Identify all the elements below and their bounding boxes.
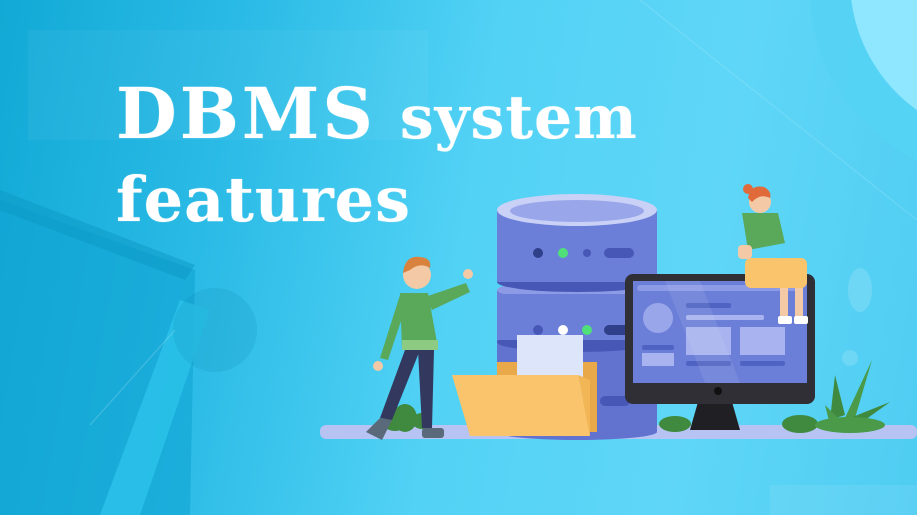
bush-icon [659, 415, 818, 433]
title-features: features [116, 163, 412, 236]
title-system: system [399, 83, 638, 153]
woman-sitting-figure [738, 184, 808, 324]
page-title: DBMS system features [116, 70, 638, 244]
man-waving-figure [366, 256, 473, 440]
title-dbms: DBMS [116, 72, 376, 155]
gear-icon [173, 288, 257, 372]
plant-icon [815, 360, 890, 433]
monitor-icon [625, 274, 815, 430]
folder-icon [452, 335, 597, 436]
